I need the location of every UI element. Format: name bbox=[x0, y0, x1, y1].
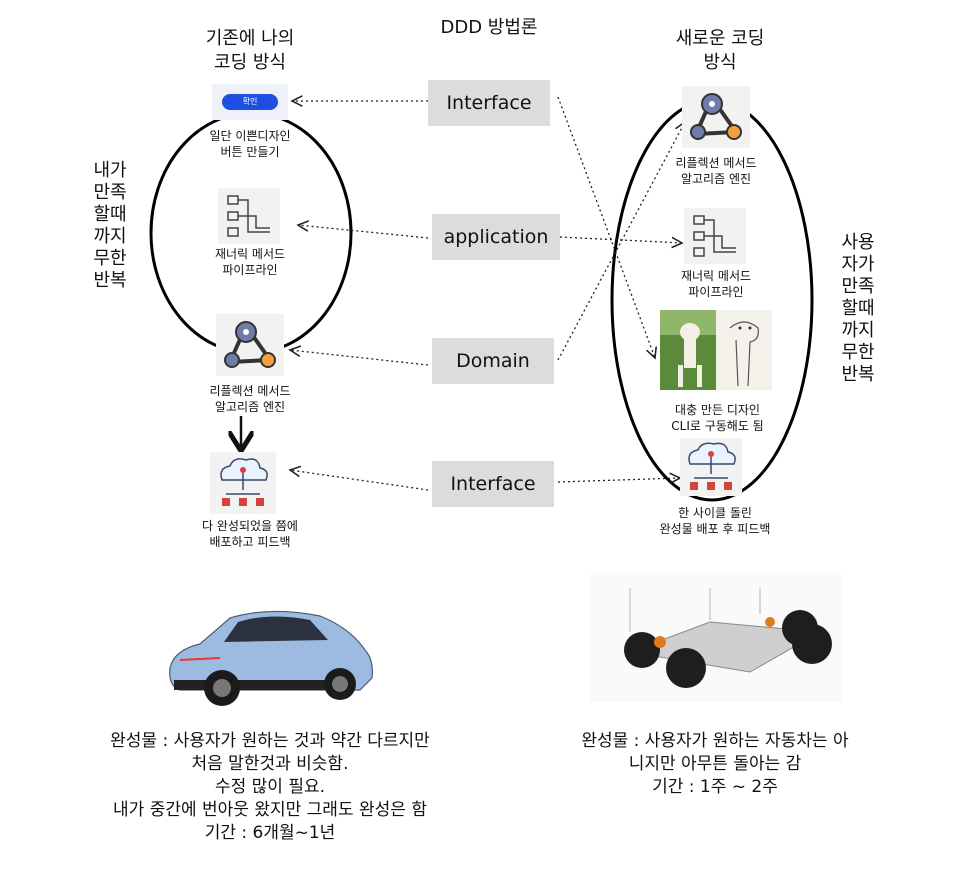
left-title: 기존에 나의 코딩 방식 bbox=[170, 27, 330, 75]
ev-chassis-image bbox=[590, 572, 842, 702]
gear-engine-icon bbox=[682, 86, 750, 148]
arrow-interface-right bbox=[557, 96, 655, 358]
right-side-line: 자가 bbox=[841, 254, 875, 275]
result-line: 니지만 아무튼 돌아는 감 bbox=[628, 754, 802, 774]
gear-engine-icon bbox=[216, 314, 284, 376]
left-side-line: 반복 bbox=[93, 270, 127, 291]
left-step2-caption: 재너릭 메서드 파이프라인 bbox=[190, 246, 310, 278]
caption-line: 일단 이쁜디자인 bbox=[209, 129, 291, 143]
result-line: 기간 : 6개월~1년 bbox=[204, 823, 336, 843]
caption-line: 다 완성되었을 쯤에 bbox=[202, 519, 298, 533]
caption-line: CLI로 구동해도 됨 bbox=[671, 419, 764, 433]
arrow-interface2-right bbox=[557, 478, 680, 482]
right-result-text: 완성물 : 사용자가 원하는 자동차는 아 니지만 아무튼 돌아는 감 기간 :… bbox=[545, 730, 885, 799]
left-side-line: 만족 bbox=[93, 182, 127, 203]
left-step3-caption: 리플렉션 메서드 알고리즘 엔진 bbox=[180, 383, 320, 415]
layer-interface-top: Interface bbox=[428, 80, 550, 126]
right-step3-caption: 대충 만든 디자인 CLI로 구동해도 됨 bbox=[640, 402, 795, 434]
right-side-line: 만족 bbox=[841, 276, 875, 297]
page-title: DDD 방법론 bbox=[440, 17, 538, 38]
layer-interface-bottom: Interface bbox=[432, 461, 554, 507]
result-line: 기간 : 1주 ~ 2주 bbox=[652, 777, 778, 797]
layer-domain: Domain bbox=[432, 338, 554, 384]
left-side-text: 내가 만족 할때 까지 무한 반복 bbox=[90, 160, 130, 292]
result-line: 처음 말한것과 비슷함. bbox=[191, 754, 349, 774]
confirm-button-sample: 확인 bbox=[222, 94, 278, 110]
right-side-line: 사용 bbox=[841, 232, 875, 253]
pipeline-icon bbox=[684, 208, 746, 264]
caption-line: 리플렉션 메서드 bbox=[675, 156, 757, 170]
right-side-line: 반복 bbox=[841, 364, 875, 385]
right-side-line: 무한 bbox=[841, 342, 875, 363]
pipeline-icon bbox=[218, 188, 280, 244]
right-title-line1: 새로운 코딩 bbox=[675, 28, 765, 49]
dog-photo-vs-sketch-image bbox=[660, 310, 772, 390]
result-line: 수정 많이 필요. bbox=[214, 777, 326, 797]
right-title: 새로운 코딩 방식 bbox=[640, 27, 800, 75]
button-design-thumbnail: 확인 bbox=[212, 84, 288, 120]
left-side-line: 내가 bbox=[93, 160, 127, 181]
caption-line: 알고리즘 엔진 bbox=[680, 172, 752, 186]
result-line: 완성물 : 사용자가 원하는 것과 약간 다르지만 bbox=[110, 731, 430, 751]
right-side-line: 까지 bbox=[841, 320, 875, 341]
car-image bbox=[169, 610, 373, 706]
right-side-text: 사용 자가 만족 할때 까지 무한 반복 bbox=[838, 232, 878, 386]
left-side-line: 무한 bbox=[93, 248, 127, 269]
caption-line: 버튼 만들기 bbox=[220, 145, 280, 159]
caption-line: 알고리즘 엔진 bbox=[214, 400, 286, 414]
cloud-network-icon bbox=[680, 438, 742, 496]
arrow-application-left bbox=[298, 225, 429, 239]
caption-line: 재너릭 메서드 bbox=[680, 269, 752, 283]
cloud-network-icon bbox=[210, 452, 276, 514]
caption-line: 대충 만든 디자인 bbox=[675, 403, 760, 417]
left-side-line: 할때 bbox=[93, 204, 127, 225]
right-step2-caption: 재너릭 메서드 파이프라인 bbox=[656, 268, 776, 300]
arrow-domain-left bbox=[290, 350, 429, 366]
right-step1-caption: 리플렉션 메서드 알고리즘 엔진 bbox=[646, 155, 786, 187]
result-line: 완성물 : 사용자가 원하는 자동차는 아 bbox=[581, 731, 849, 751]
caption-line: 파이프라인 bbox=[688, 285, 744, 299]
left-step4-caption: 다 완성되었을 쯤에 배포하고 피드백 bbox=[175, 518, 325, 550]
caption-line: 한 사이클 돌린 bbox=[678, 506, 752, 520]
caption-line: 리플렉션 메서드 bbox=[209, 384, 291, 398]
layer-application: application bbox=[432, 214, 560, 260]
arrow-application-right bbox=[559, 236, 682, 243]
caption-line: 배포하고 피드백 bbox=[209, 535, 291, 549]
left-step1-caption: 일단 이쁜디자인 버튼 만들기 bbox=[185, 128, 315, 160]
right-step4-caption: 한 사이클 돌린 완성물 배포 후 피드백 bbox=[635, 505, 795, 537]
left-side-line: 까지 bbox=[93, 226, 127, 247]
result-line: 내가 중간에 번아웃 왔지만 그래도 완성은 함 bbox=[113, 800, 427, 820]
caption-line: 파이프라인 bbox=[222, 263, 278, 277]
right-side-line: 할때 bbox=[841, 298, 875, 319]
left-result-text: 완성물 : 사용자가 원하는 것과 약간 다르지만 처음 말한것과 비슷함. 수… bbox=[60, 730, 480, 845]
right-title-line2: 방식 bbox=[703, 52, 737, 73]
left-title-line1: 기존에 나의 bbox=[205, 28, 295, 49]
caption-line: 재너릭 메서드 bbox=[214, 247, 286, 261]
caption-line: 완성물 배포 후 피드백 bbox=[659, 522, 771, 536]
left-title-line2: 코딩 방식 bbox=[214, 52, 286, 73]
arrow-interface2-left bbox=[290, 470, 429, 491]
